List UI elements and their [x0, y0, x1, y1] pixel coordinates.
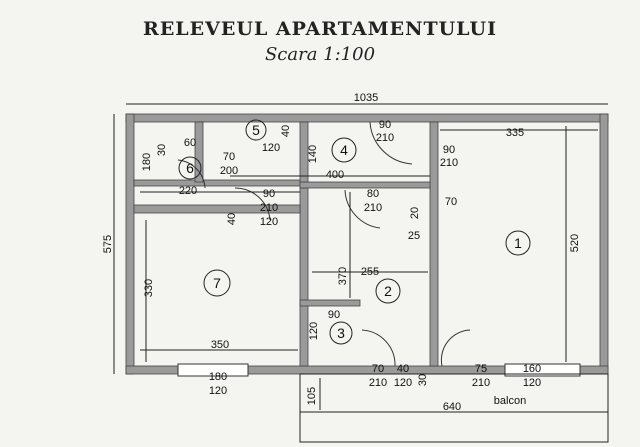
wall-room7-top [133, 204, 301, 214]
room-6-label: 6 [186, 160, 194, 176]
window-room1 [504, 363, 581, 377]
door-arc-room2 [344, 189, 381, 229]
plan-title: RELEVEUL APARTAMENTULUI [143, 18, 497, 40]
dim-90-d: 90 [328, 309, 340, 321]
dim-70-b: 70 [372, 363, 384, 375]
dim-120-c: 120 [308, 322, 320, 340]
door-arc-entrance [369, 121, 413, 165]
wall-right [599, 113, 609, 375]
room-5-label: 5 [252, 122, 260, 138]
walls [125, 113, 609, 375]
window-room7 [177, 363, 249, 377]
room-7-circle [203, 269, 231, 297]
dim-90-top: 90 [379, 119, 391, 131]
dim-180-window: 180 [209, 371, 227, 383]
room-5-circle [245, 119, 267, 141]
balcony-label: balcon [494, 395, 526, 407]
dimension-labels: 1035 575 335 520 90 210 90 210 400 80 21… [102, 92, 581, 413]
dim-40-c: 40 [397, 363, 409, 375]
dim-120-b: 120 [260, 216, 278, 228]
wall-hall-mid [299, 181, 431, 189]
wall-hall-top [133, 179, 303, 187]
dim-160: 160 [523, 363, 541, 375]
dim-120-e: 120 [523, 377, 541, 389]
dim-335: 335 [506, 127, 524, 139]
dim-90-c: 90 [263, 188, 275, 200]
door-arc-room7 [234, 187, 271, 221]
dim-350: 350 [211, 339, 229, 351]
wall-room1-left [429, 121, 439, 367]
dim-25: 25 [408, 230, 420, 242]
room-7-label: 7 [213, 275, 221, 291]
balcony-outline [299, 373, 609, 443]
room-2-label: 2 [384, 283, 392, 299]
room-3-label: 3 [337, 325, 345, 341]
dim-370: 370 [337, 267, 349, 285]
room-1-circle [505, 230, 531, 256]
dim-255: 255 [361, 266, 379, 278]
dim-70-a: 70 [223, 151, 235, 163]
dim-640: 640 [443, 401, 461, 413]
dim-180: 180 [141, 153, 153, 171]
wall-room2-left [299, 187, 309, 367]
room-4-circle [331, 137, 357, 163]
dim-200: 200 [220, 165, 238, 177]
wall-top [125, 113, 609, 123]
dim-40-a: 40 [280, 125, 292, 137]
room-3-circle [329, 321, 353, 345]
dim-520: 520 [569, 234, 581, 252]
wall-room3-top [299, 299, 361, 307]
dim-total-height: 575 [102, 235, 114, 253]
dim-30-b: 30 [417, 374, 429, 386]
dim-210-b: 210 [440, 157, 458, 169]
dim-30-a: 30 [156, 144, 168, 156]
dim-120-d: 120 [394, 377, 412, 389]
plan-scale: Scara 1:100 [264, 44, 376, 65]
dim-210-c: 210 [364, 202, 382, 214]
room-labels: 1 2 3 4 5 6 7 [178, 119, 531, 345]
wall-room5-right [299, 121, 309, 183]
dim-105: 105 [306, 387, 318, 405]
dim-120-window: 120 [209, 385, 227, 397]
door-arc-room3 [361, 329, 396, 367]
room-1-label: 1 [514, 235, 522, 251]
dim-70-r: 70 [445, 196, 457, 208]
dim-80: 80 [367, 188, 379, 200]
dim-140: 140 [307, 145, 319, 163]
dim-75: 75 [475, 363, 487, 375]
dim-400: 400 [326, 169, 344, 181]
dim-20: 20 [409, 207, 421, 219]
dim-210-e: 210 [369, 377, 387, 389]
dim-330: 330 [143, 279, 155, 297]
dim-total-width: 1035 [354, 92, 378, 104]
wall-room6-right [194, 121, 204, 183]
room-6-circle [178, 156, 202, 180]
dim-210-d: 210 [260, 202, 278, 214]
dim-120-a: 120 [262, 142, 280, 154]
door-arc-balcony [440, 329, 471, 367]
dim-210-f: 210 [472, 377, 490, 389]
dim-210-top: 210 [376, 132, 394, 144]
room-2-circle [375, 278, 401, 304]
dim-60: 60 [184, 137, 196, 149]
dim-90-b: 90 [443, 144, 455, 156]
room-4-label: 4 [340, 142, 348, 158]
wall-left [125, 113, 135, 375]
dim-220: 220 [179, 185, 197, 197]
dim-40-b: 40 [226, 213, 238, 225]
